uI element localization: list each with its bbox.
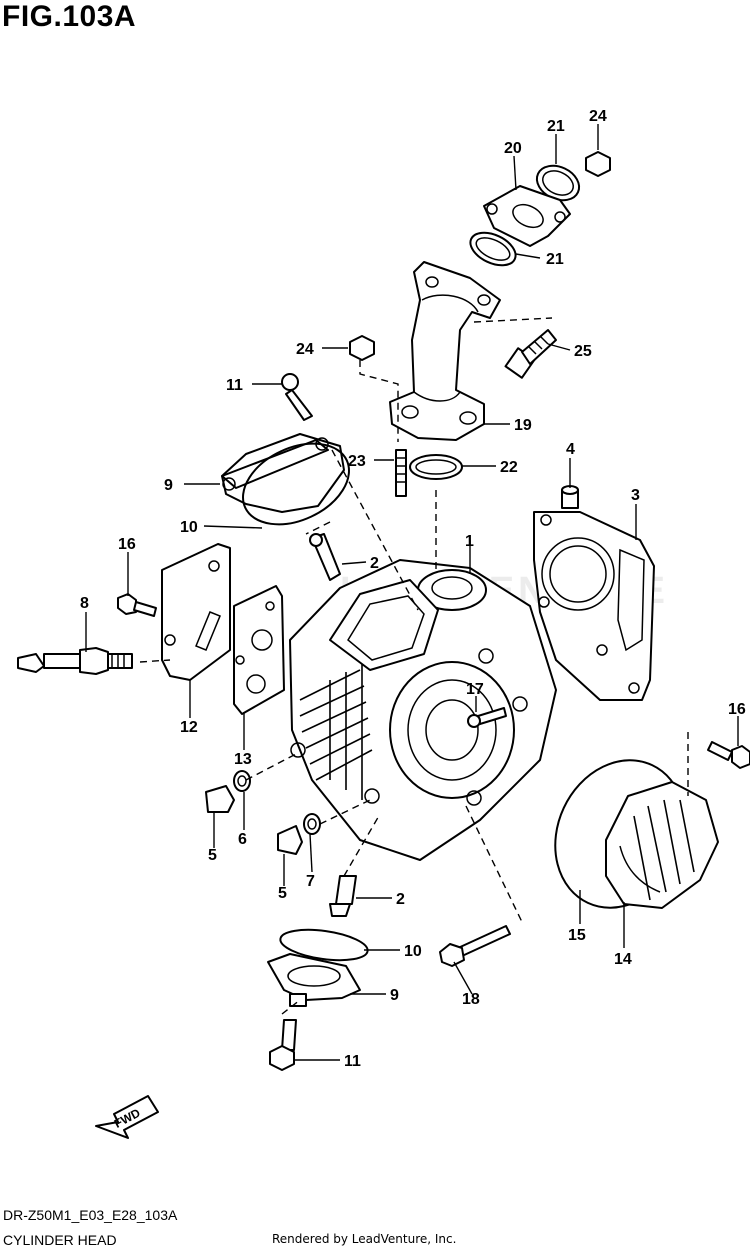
callout-20: 20: [504, 140, 522, 157]
callout-25: 25: [574, 343, 592, 360]
callout-16-right: 16: [728, 701, 746, 718]
callout-9-lower: 9: [390, 987, 399, 1004]
stud-23: [395, 449, 407, 497]
callout-15: 15: [568, 927, 586, 944]
callout-9-upper: 9: [164, 477, 173, 494]
bolt-16-left: [117, 593, 157, 617]
callout-14: 14: [614, 951, 632, 968]
cap-nut-5-upper: [205, 785, 235, 813]
callout-19: 19: [514, 417, 532, 434]
callout-5-lower: 5: [278, 885, 287, 902]
dowel-4: [561, 485, 579, 509]
callout-10-lower: 10: [404, 943, 422, 960]
callout-11-upper: 11: [226, 377, 243, 394]
callout-18: 18: [462, 991, 480, 1008]
callout-3: 3: [631, 487, 640, 504]
bolt-18: [439, 925, 511, 967]
plug-2-upper: [309, 533, 341, 581]
callout-2-lower: 2: [396, 891, 405, 908]
reed-plate-12: [161, 543, 231, 681]
forward-direction-arrow: FWD: [95, 1095, 159, 1139]
callout-5-upper: 5: [208, 847, 217, 864]
figure-title: FIG.103A: [2, 0, 137, 33]
callout-10-upper: 10: [180, 519, 198, 536]
bolt-25: [504, 329, 557, 379]
o-ring-21-lower: [469, 231, 517, 267]
callout-4: 4: [566, 441, 575, 458]
o-ring-22: [409, 454, 463, 480]
bolt-16-right: [707, 741, 750, 769]
callout-6: 6: [238, 831, 247, 848]
callout-2-upper: 2: [370, 555, 379, 572]
callout-11-lower: 11: [344, 1053, 361, 1070]
model-code: DR-Z50M1_E03_E28_103A: [3, 1207, 178, 1223]
callout-23: 23: [348, 453, 366, 470]
leader-lines: [85, 124, 739, 1061]
bolt-17: [467, 707, 507, 728]
valve-cap-9-lower: [267, 953, 361, 1007]
callout-8: 8: [80, 595, 89, 612]
o-ring-10-upper: [242, 442, 350, 526]
washer-6: [233, 770, 251, 792]
nut-24-mid: [349, 335, 375, 361]
spark-plug-8: [17, 647, 133, 675]
render-credit: Rendered by LeadVenture, Inc.: [272, 1232, 457, 1246]
bolt-11-upper: [281, 373, 313, 421]
gasket-13: [233, 585, 285, 715]
callout-24-top: 24: [589, 108, 607, 125]
callout-21-top: 21: [547, 118, 565, 135]
callout-1: 1: [465, 533, 474, 550]
section-name: CYLINDER HEAD: [3, 1232, 117, 1248]
callout-24-mid: 24: [296, 341, 314, 358]
nut-24-top: [585, 151, 611, 177]
intake-pipe-group: [349, 151, 611, 497]
washer-7: [303, 813, 321, 835]
insulator-20: [483, 185, 571, 247]
o-ring-10-lower: [279, 928, 369, 962]
gasket-3: [533, 511, 655, 701]
callout-17: 17: [466, 681, 484, 698]
callout-7: 7: [306, 873, 315, 890]
bolt-11-lower: [269, 1019, 297, 1071]
cylinder-head-1: [289, 559, 557, 861]
side-cover-14: [605, 781, 719, 909]
callout-22: 22: [500, 459, 518, 476]
cap-nut-5-lower: [277, 825, 303, 855]
intake-pipe-19: [389, 261, 501, 441]
plug-2-lower: [329, 875, 357, 917]
callout-16-left: 16: [118, 536, 136, 553]
callout-labels: 24 21 20 21 25 24 11 19 23 22 4 3 9 10 1…: [80, 108, 746, 1070]
callout-21-lower: 21: [546, 251, 564, 268]
valve-cap-9-upper: [221, 433, 345, 513]
callout-13: 13: [234, 751, 252, 768]
dashed-guides: [139, 317, 689, 1015]
callout-12: 12: [180, 719, 198, 736]
